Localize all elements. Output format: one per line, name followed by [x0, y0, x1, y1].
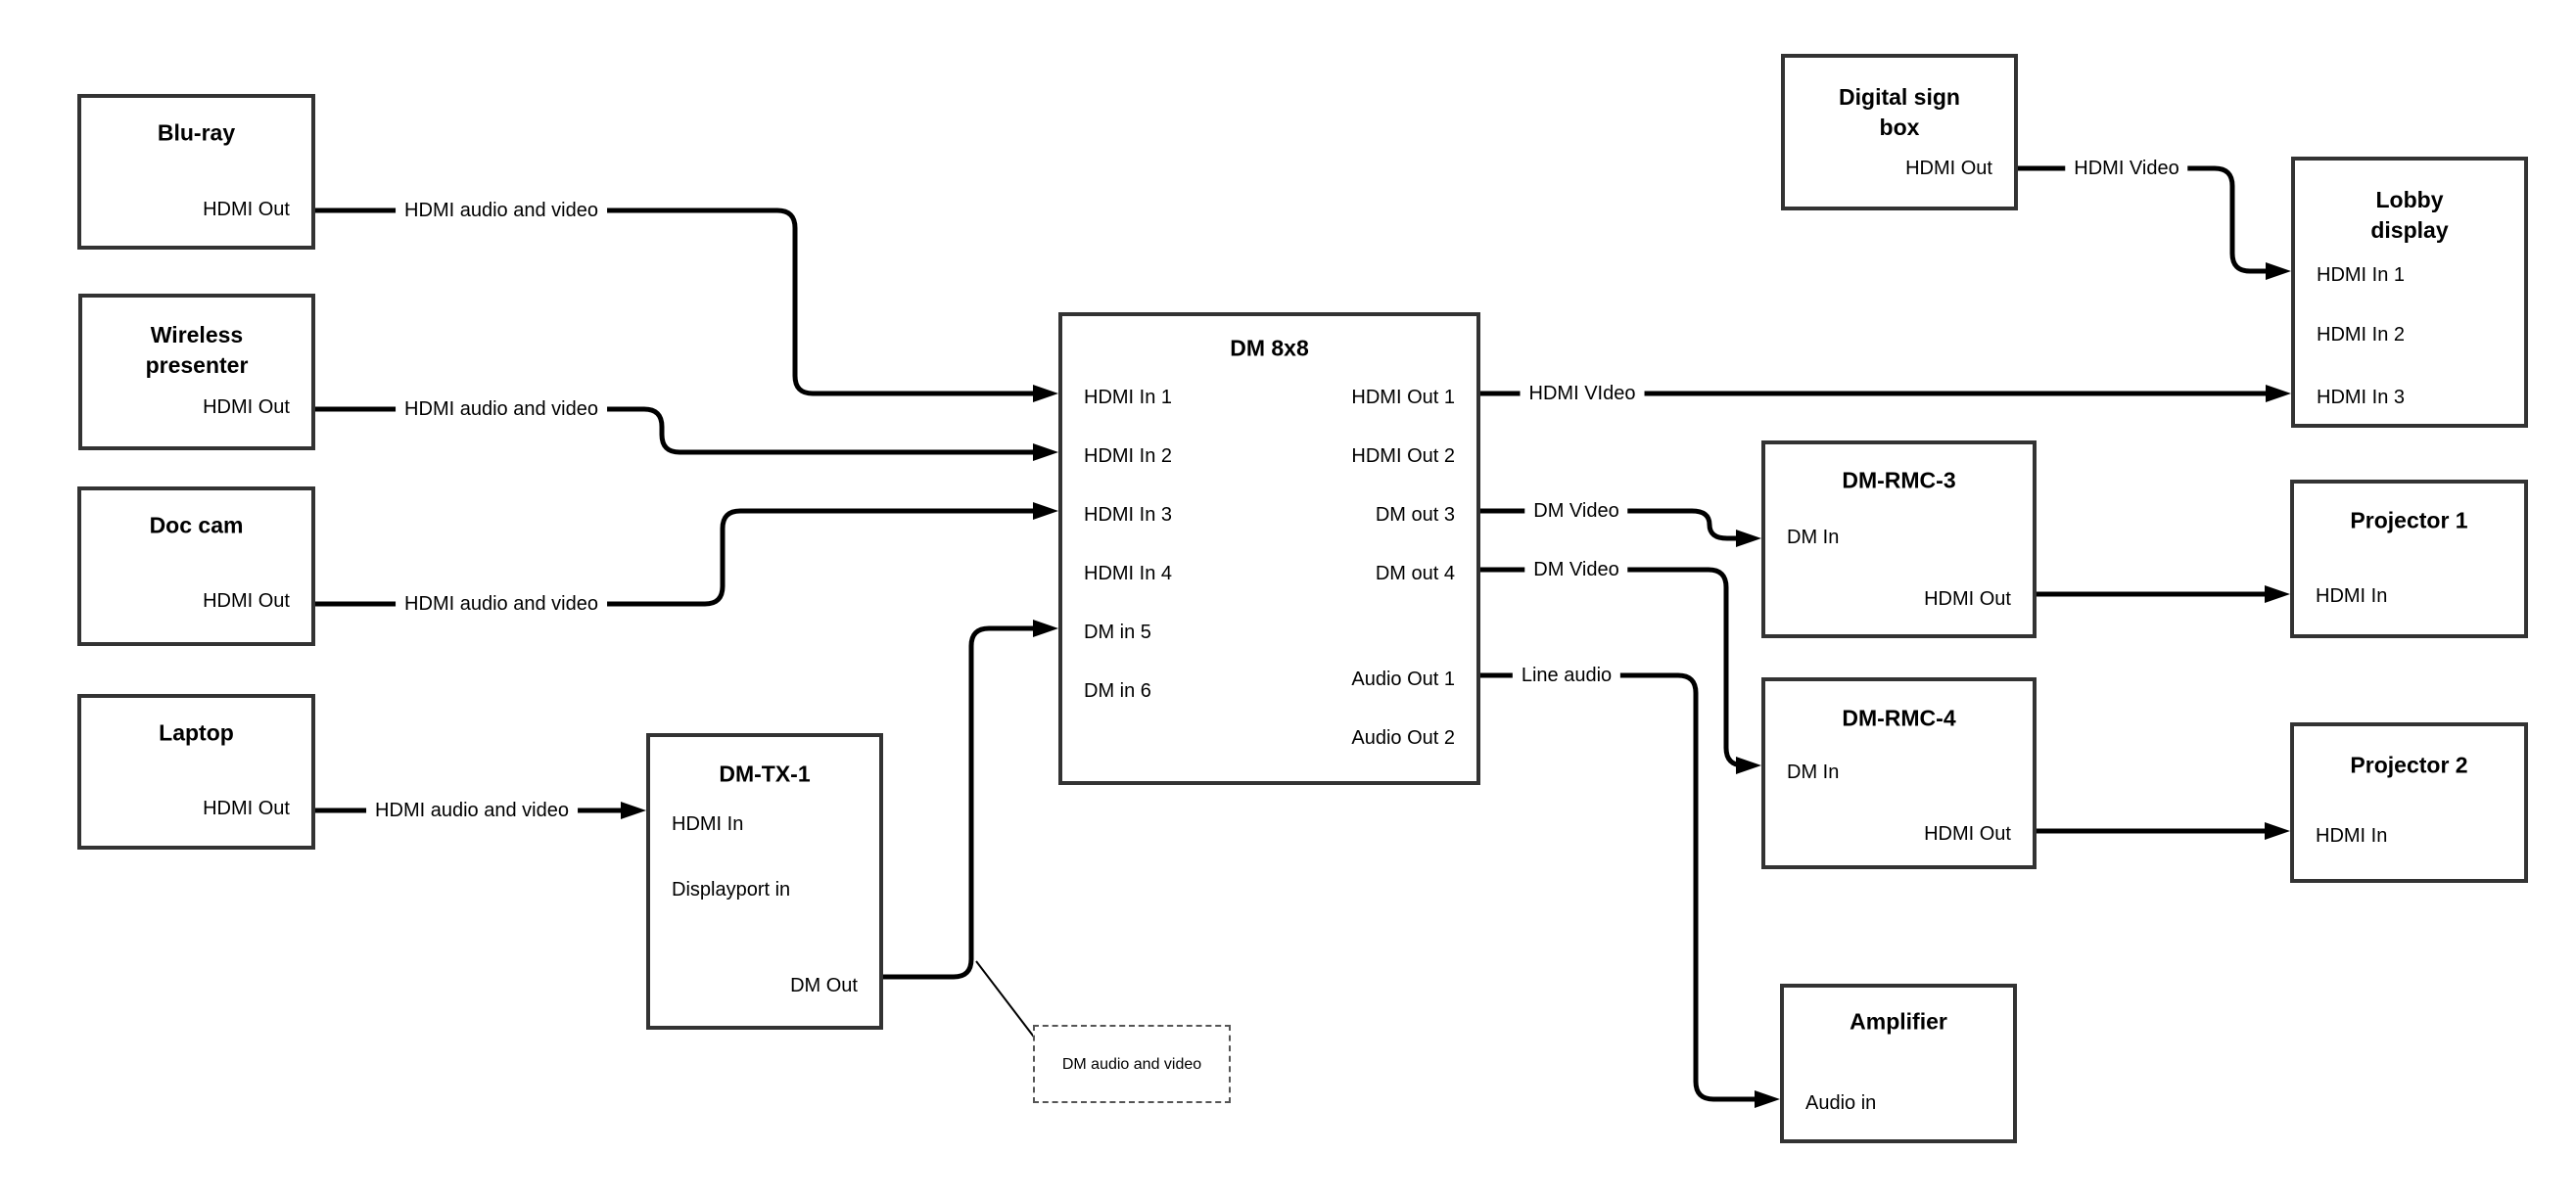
- arrow-tx1-hdmi-in: [621, 802, 646, 819]
- port-hdmi-out: HDMI Out: [203, 199, 290, 220]
- edge-bluray-to-dm8x8: [315, 208, 1051, 396]
- arrow-lobby-in3: [2266, 385, 2291, 402]
- port-hdmi-in-1: HDMI In 1: [1084, 387, 1173, 408]
- node-title: Laptop: [159, 719, 234, 746]
- edge-label-hdmi-video-out1: HDMI VIdeo: [1520, 381, 1645, 406]
- node-title: Wireless presenter: [145, 322, 249, 378]
- port-hdmi-out: HDMI Out: [1924, 823, 2011, 845]
- port-hdmi-in: HDMI In: [2316, 585, 2388, 607]
- edge-label-hdmi-audio-video-3: HDMI audio and video: [396, 591, 607, 617]
- arrow-dm8x8-in1: [1033, 385, 1058, 402]
- edge-label-hdmi-audio-video-1: HDMI audio and video: [396, 198, 607, 223]
- node-wireless-presenter: Wireless presenter HDMI Out: [78, 294, 315, 450]
- node-title: Projector 2: [2350, 752, 2468, 778]
- edge-audio1-to-amp: [1480, 672, 1772, 1102]
- node-dm-tx-1: DM-TX-1 HDMI In Displayport in DM Out: [646, 733, 883, 1030]
- port-audio-out-1: Audio Out 1: [1351, 669, 1455, 690]
- arrow-rmc4-dm-in: [1736, 757, 1761, 774]
- node-dm-rmc-3: DM-RMC-3 DM In HDMI Out: [1761, 440, 2037, 638]
- port-hdmi-in-2: HDMI In 2: [2317, 324, 2406, 346]
- edge-label-hdmi-audio-video-2: HDMI audio and video: [396, 396, 607, 422]
- edge-out3-to-rmc3: [1480, 508, 1754, 541]
- arrowheads: [621, 262, 2291, 1108]
- node-amplifier: Amplifier Audio in: [1780, 984, 2017, 1143]
- node-title: Digital sign box: [1839, 84, 1960, 140]
- arrow-dm8x8-in3: [1033, 502, 1058, 520]
- edge-label-dm-video-2: DM Video: [1524, 557, 1628, 582]
- arrow-dm8x8-in2: [1033, 443, 1058, 461]
- node-title: Amplifier: [1850, 1008, 1947, 1035]
- port-hdmi-in: HDMI In: [2316, 825, 2388, 847]
- port-hdmi-in-2: HDMI In 2: [1084, 445, 1173, 467]
- arrow-proj1-hdmi-in: [2265, 585, 2290, 603]
- node-digital-sign-box: Digital sign box HDMI Out: [1781, 54, 2018, 210]
- edge-wireless-to-dm8x8: [315, 406, 1051, 455]
- port-dm-out-3: DM out 3: [1375, 504, 1455, 526]
- edge-label-hdmi-audio-video-4: HDMI audio and video: [366, 798, 578, 823]
- port-dm-in: DM In: [1787, 762, 1840, 783]
- port-hdmi-out: HDMI Out: [203, 396, 290, 418]
- node-projector-2: Projector 2 HDMI In: [2290, 722, 2528, 883]
- port-dm-out: DM Out: [790, 975, 858, 996]
- edge-label-hdmi-video-sign: HDMI Video: [2065, 156, 2188, 181]
- node-title: Blu-ray: [157, 119, 236, 146]
- node-dm-8x8: DM 8x8 HDMI In 1 HDMI In 2 HDMI In 3 HDM…: [1058, 312, 1480, 785]
- port-hdmi-in-1: HDMI In 1: [2317, 264, 2406, 286]
- arrow-amp-audio-in: [1755, 1090, 1780, 1108]
- port-dm-out-4: DM out 4: [1375, 563, 1455, 584]
- node-title: Projector 1: [2350, 507, 2468, 533]
- port-hdmi-out: HDMI Out: [1924, 588, 2011, 610]
- port-hdmi-in: HDMI In: [672, 813, 744, 835]
- edge-sign-to-lobby: [2018, 165, 2283, 274]
- node-title: DM-RMC-3: [1842, 467, 1956, 493]
- node-title: DM-RMC-4: [1842, 705, 1956, 731]
- port-audio-out-2: Audio Out 2: [1351, 727, 1455, 749]
- node-dm-rmc-4: DM-RMC-4 DM In HDMI Out: [1761, 677, 2037, 869]
- port-hdmi-out: HDMI Out: [1905, 158, 1992, 179]
- node-title: Lobby display: [2370, 187, 2449, 243]
- node-doc-cam: Doc cam HDMI Out: [77, 486, 315, 646]
- port-displayport-in: Displayport in: [672, 879, 791, 901]
- arrow-lobby-in1: [2266, 262, 2291, 280]
- port-hdmi-in-3: HDMI In 3: [2317, 387, 2406, 408]
- port-hdmi-out: HDMI Out: [203, 590, 290, 612]
- port-hdmi-out-2: HDMI Out 2: [1351, 445, 1455, 467]
- edge-doccam-to-dm8x8: [315, 508, 1051, 607]
- port-dm-in: DM In: [1787, 527, 1840, 548]
- port-hdmi-out-1: HDMI Out 1: [1351, 387, 1455, 408]
- node-title: DM 8x8: [1230, 335, 1309, 361]
- node-bluray: Blu-ray HDMI Out: [77, 94, 315, 250]
- edge-label-line-audio: Line audio: [1512, 663, 1621, 688]
- node-title: Doc cam: [149, 512, 244, 538]
- port-audio-in: Audio in: [1805, 1092, 1877, 1114]
- node-projector-1: Projector 1 HDMI In: [2290, 480, 2528, 638]
- edge-tx1-to-dm8x8: [883, 625, 1051, 980]
- node-title: DM-TX-1: [719, 761, 811, 787]
- arrow-proj2-hdmi-in: [2265, 822, 2290, 840]
- port-dm-in-5: DM in 5: [1084, 622, 1151, 643]
- node-laptop: Laptop HDMI Out: [77, 694, 315, 850]
- port-hdmi-in-3: HDMI In 3: [1084, 504, 1173, 526]
- edge-label-dm-video-1: DM Video: [1524, 498, 1628, 524]
- arrow-dm8x8-in5: [1033, 620, 1058, 637]
- note-leader-line: [975, 960, 1037, 1040]
- port-dm-in-6: DM in 6: [1084, 680, 1151, 702]
- note-dm-audio-and-video: DM audio and video: [1033, 1025, 1231, 1103]
- node-lobby-display: Lobby display HDMI In 1 HDMI In 2 HDMI I…: [2291, 157, 2528, 428]
- port-hdmi-in-4: HDMI In 4: [1084, 563, 1173, 584]
- arrow-rmc3-dm-in: [1736, 530, 1761, 547]
- port-hdmi-out: HDMI Out: [203, 798, 290, 819]
